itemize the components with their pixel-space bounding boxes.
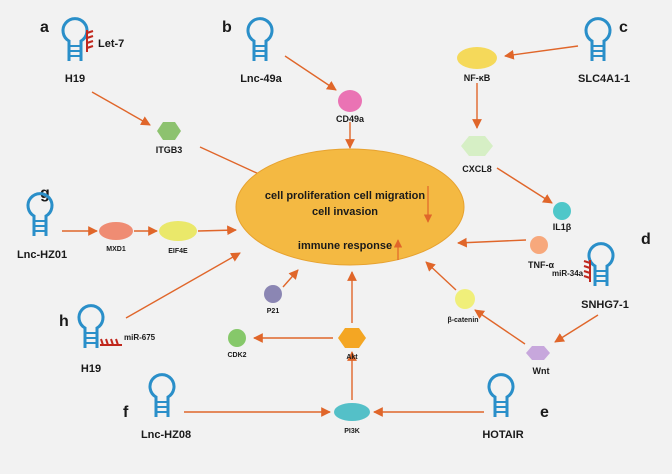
lnc-label-h19-a: H19 <box>65 73 85 85</box>
lnc-label-h19-h: H19 <box>81 363 101 375</box>
mxd1-node <box>99 222 133 240</box>
akt-label: Akt <box>346 354 358 361</box>
arrow-cxcl8-to-il1b <box>496 167 553 204</box>
cdk2-node <box>228 329 246 347</box>
panel-label-e: e <box>540 404 549 421</box>
mirna-label-mir675: miR-675 <box>124 333 156 342</box>
panel-label-c: c <box>619 19 628 36</box>
arrow-snhg7-to-wnt <box>554 314 599 343</box>
pi3k-node <box>334 403 370 421</box>
lnc-label-hz08: Lnc-HZ08 <box>141 429 191 441</box>
panel-label-h: h <box>59 313 69 330</box>
lnc-label-hz01: Lnc-HZ01 <box>17 249 67 261</box>
tnfa-node <box>530 236 548 254</box>
hairpin-icon-hotair <box>487 373 515 419</box>
akt-node <box>338 328 366 348</box>
lnc-label-slc4a1: SLC4A1-1 <box>578 73 630 85</box>
p21-node <box>264 285 282 303</box>
beta-catenin-node <box>455 289 475 309</box>
wnt-node <box>526 346 550 360</box>
arrow-p21-to-center <box>282 269 299 288</box>
itgb3-node <box>157 122 181 140</box>
cxcl8-node <box>461 136 493 156</box>
hairpin-icon-h19-a <box>61 17 89 63</box>
panel-label-d: d <box>641 231 651 248</box>
nfkb-node <box>457 47 497 69</box>
lnc-label-hotair: HOTAIR <box>482 429 523 441</box>
arrow-h19h-to-center <box>125 252 241 319</box>
lnc-label-lnc49a: Lnc-49a <box>240 73 282 85</box>
arrow-slc4a1-to-nfkb <box>504 45 579 60</box>
arrow-tnfa-to-center <box>457 237 527 248</box>
arrow-eif4e-to-center <box>197 225 237 236</box>
eif4e-label: EIF4E <box>168 248 188 255</box>
hairpin-icon-hz08 <box>148 373 176 419</box>
center-line-3: immune response <box>298 240 392 252</box>
center-line-1: cell proliferation cell migration <box>265 190 425 202</box>
beta-catenin-label: β-catenin <box>447 317 478 324</box>
eif4e-node <box>159 221 197 241</box>
hairpin-icon-slc4a1 <box>584 17 612 63</box>
il1b-node <box>553 202 571 220</box>
panel-label-a: a <box>40 19 49 36</box>
arrows <box>62 45 599 417</box>
p21-label: P21 <box>267 308 280 315</box>
mirna-label-mir34a: miR-34a <box>552 269 584 278</box>
tnfa-label: TNF-α <box>528 260 554 270</box>
cd49a-node <box>338 90 362 112</box>
center-line-2: cell invasion <box>312 206 378 218</box>
hairpin-icon-lnc49a <box>246 17 274 63</box>
pi3k-label: PI3K <box>344 428 360 435</box>
cd49a-label: CD49a <box>336 114 365 124</box>
central-outcome-ellipse <box>235 148 465 266</box>
lnc-label-snhg7: SNHG7-1 <box>581 299 629 311</box>
panel-label-b: b <box>222 19 232 36</box>
il1b-label: IL1β <box>553 222 572 232</box>
arrow-h19-to-itgb3 <box>91 91 151 126</box>
panel-label-f: f <box>123 404 129 421</box>
hairpin-icon-snhg7 <box>587 242 615 288</box>
itgb3-label: ITGB3 <box>156 145 183 155</box>
arrow-wnt-to-bcat <box>474 309 526 345</box>
hairpin-icon-h19-h <box>77 304 105 350</box>
arrow-bcat-to-center <box>425 261 457 291</box>
nfkb-label: NF-κB <box>464 73 491 83</box>
arrow-lnc49a-to-cd49a <box>284 55 337 91</box>
mirna-icon-let7 <box>86 30 94 52</box>
mirna-icon-mir675 <box>100 338 122 346</box>
cxcl8-label: CXCL8 <box>462 164 492 174</box>
mirna-icon-mir34a <box>583 260 591 282</box>
mxd1-label: MXD1 <box>106 246 126 253</box>
mirna-label-let7: Let-7 <box>98 38 124 50</box>
wnt-label: Wnt <box>533 366 550 376</box>
cdk2-label: CDK2 <box>227 352 246 359</box>
